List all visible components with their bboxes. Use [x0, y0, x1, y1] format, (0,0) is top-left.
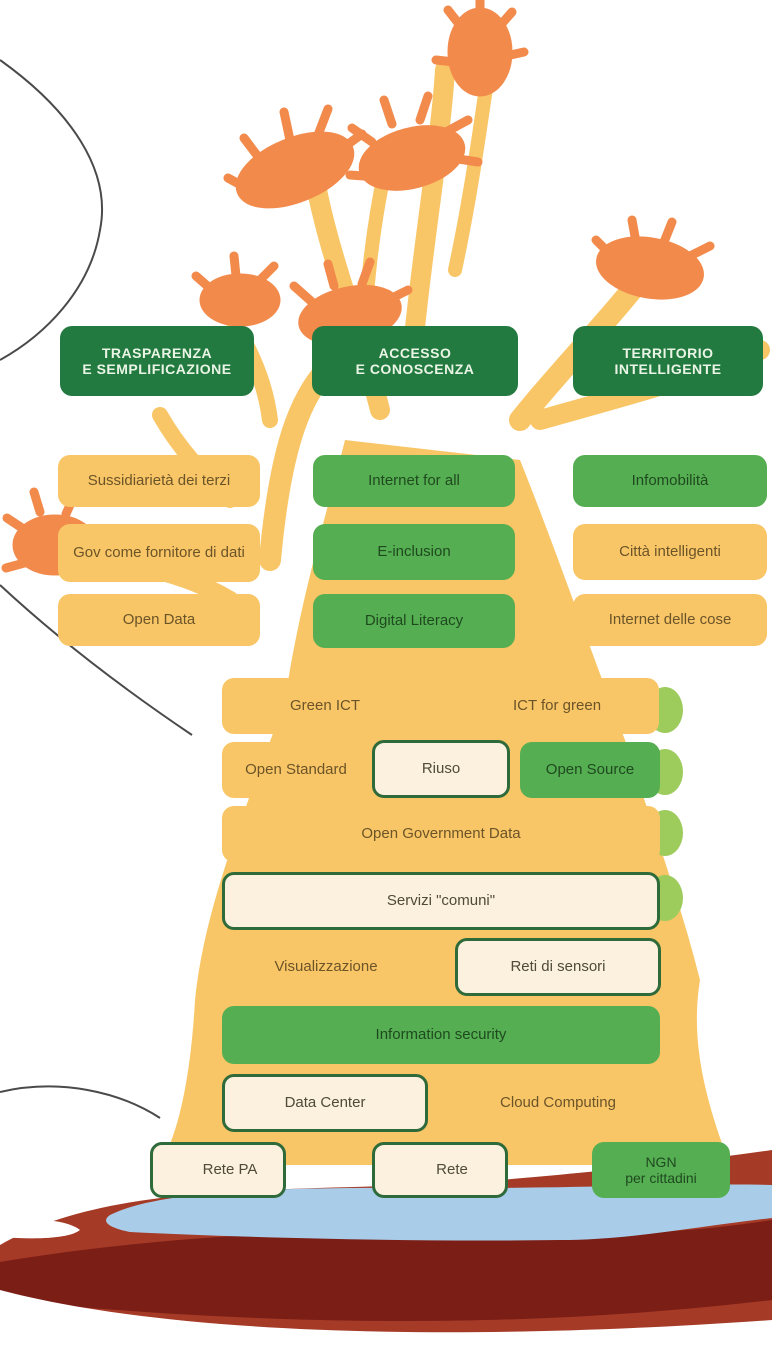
root-rete-pa: Rete PA [150, 1142, 286, 1198]
item-servizi-comuni: Servizi "comuni" [222, 872, 660, 930]
item-internet-delle-cose: Internet delle cose [573, 594, 767, 646]
category-territorio-line1: TERRITORIO [622, 344, 714, 361]
item-sussidiarieta: Sussidiarietà dei terzi [58, 455, 260, 507]
root-ngn-line2: per cittadini [625, 1170, 697, 1186]
category-territorio-line2: INTELLIGENTE [614, 361, 722, 377]
item-data-center: Data Center [222, 1074, 428, 1132]
foliage [1, 0, 715, 576]
item-open-standard: Open Standard [222, 742, 370, 798]
item-digital-literacy: Digital Literacy [313, 594, 515, 648]
item-ict-for-green: ICT for green [455, 678, 659, 734]
ground [0, 1150, 772, 1348]
item-riuso: Riuso [372, 740, 510, 798]
outline-curve-top [0, 59, 103, 361]
item-green-ict: Green ICT [222, 678, 428, 734]
item-infomobilita: Infomobilità [573, 455, 767, 507]
item-gov-fornitore: Gov come fornitore di dati [58, 524, 260, 582]
item-open-government-data: Open Government Data [222, 806, 660, 862]
item-internet-for-all: Internet for all [313, 455, 515, 507]
item-open-source: Open Source [520, 742, 660, 798]
item-information-security: Information security [222, 1006, 660, 1064]
item-open-data: Open Data [58, 594, 260, 646]
outline-curve-middle [0, 584, 193, 736]
item-reti-di-sensori: Reti di sensori [455, 938, 661, 996]
category-trasparenza-line2: E SEMPLIFICAZIONE [82, 361, 232, 377]
item-cloud-computing: Cloud Computing [455, 1074, 661, 1132]
item-citta-intelligenti: Città intelligenti [573, 524, 767, 580]
item-visualizzazione: Visualizzazione [222, 938, 430, 996]
root-ngn-line1: NGN [645, 1153, 677, 1170]
category-accesso-line2: E CONOSCENZA [355, 361, 475, 377]
category-trasparenza-line1: TRASPARENZA [101, 344, 213, 361]
item-e-inclusion: E-inclusion [313, 524, 515, 580]
outline-curve-bottom [0, 1085, 161, 1119]
root-rete: Rete [372, 1142, 508, 1198]
category-accesso-line1: ACCESSO [378, 344, 452, 361]
